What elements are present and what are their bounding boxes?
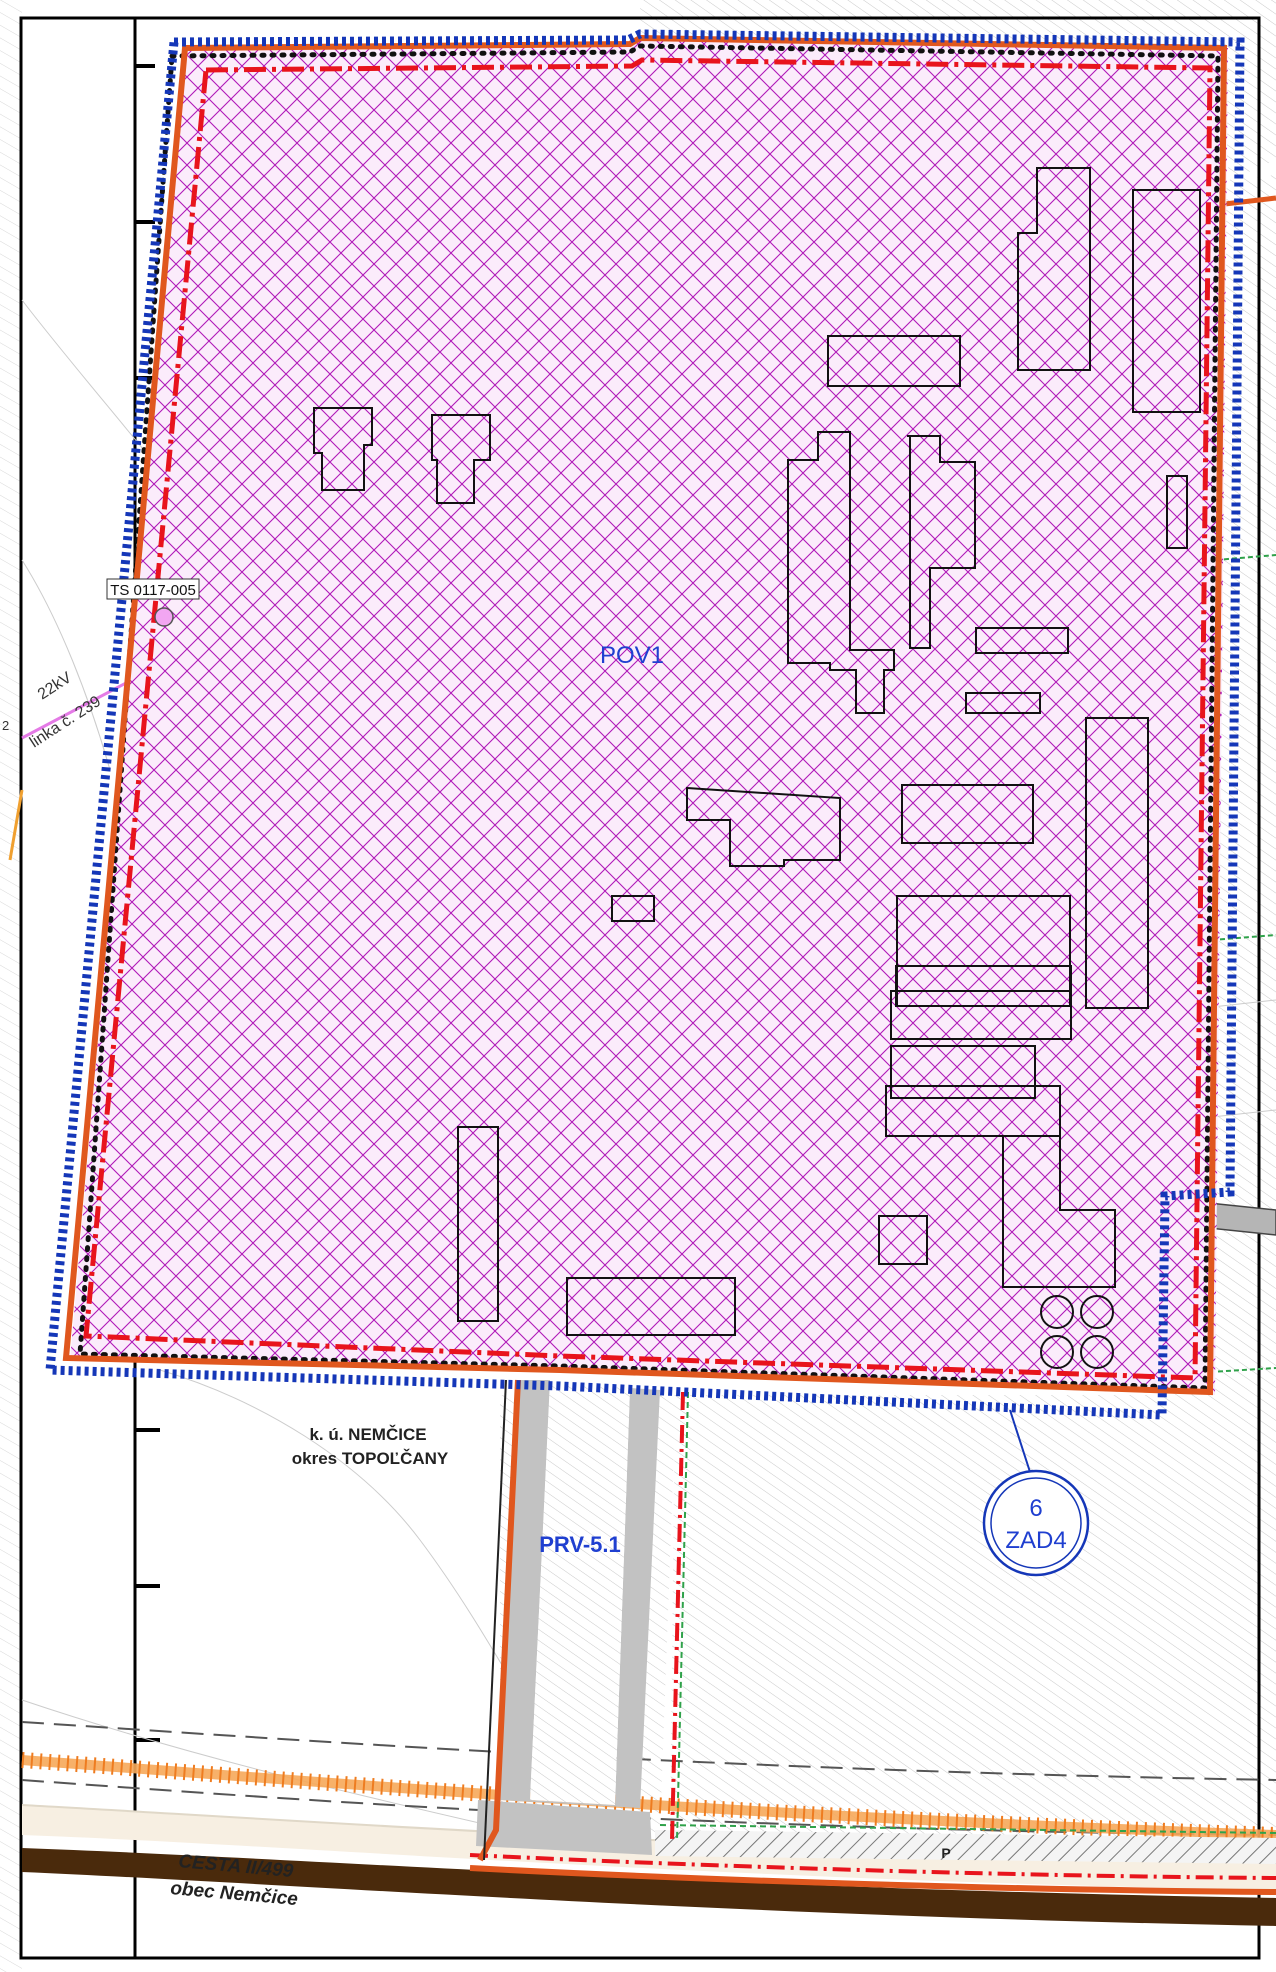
- farmland-hatch-east: [670, 175, 1276, 1860]
- change-marker-leader: [1009, 1409, 1031, 1473]
- transformer-station-marker[interactable]: [154, 607, 174, 627]
- boundary-orange: [62, 34, 1228, 1396]
- parking-symbol: P: [941, 1845, 950, 1861]
- edge-fragment-label: 2: [2, 718, 9, 733]
- access-road-green: [676, 1391, 689, 1841]
- zone-prv-label[interactable]: PRV-5.1: [539, 1532, 621, 1557]
- access-road-gray: [500, 1380, 660, 1808]
- change-number-label: 6: [1029, 1495, 1042, 1522]
- change-marker-circle-outer[interactable]: [982, 1469, 1090, 1577]
- map-frame: [19, 16, 1261, 1960]
- zone-pov1-area: [70, 40, 1228, 1395]
- parking-strip: [655, 1830, 1276, 1864]
- access-road-black: [483, 1379, 507, 1861]
- district-label: okres TOPOĽČANY: [292, 1449, 449, 1468]
- zone-code-label[interactable]: POV1: [600, 642, 664, 669]
- power-line-orange-west: [8, 789, 24, 861]
- green-line-south: [659, 1824, 1276, 1834]
- road-cesta-ii-499: [22, 1848, 1276, 1926]
- boundary-blue-change: [45, 29, 1245, 1420]
- boundary-black-dotted: [77, 43, 1221, 1391]
- ts-label-box: [106, 578, 200, 600]
- access-road-inner-hatch: [530, 1385, 630, 1805]
- boundary-red-dashdot: [83, 57, 1213, 1381]
- cadastral-area-label: k. ú. NEMČICE: [309, 1425, 426, 1444]
- farmland-hatch-west: [0, 0, 22, 1972]
- change-code-label: ZAD4: [1005, 1527, 1066, 1554]
- change-marker-circle-inner: [990, 1477, 1082, 1569]
- building-footprints: [313, 167, 1201, 1369]
- access-road-red: [670, 1391, 685, 1841]
- access-road-turn: [476, 1800, 652, 1855]
- ts-station-label: TS 0117-005: [110, 582, 196, 599]
- boundary-red-south: [469, 1853, 1276, 1880]
- boundary-orange-south: [469, 1865, 1276, 1895]
